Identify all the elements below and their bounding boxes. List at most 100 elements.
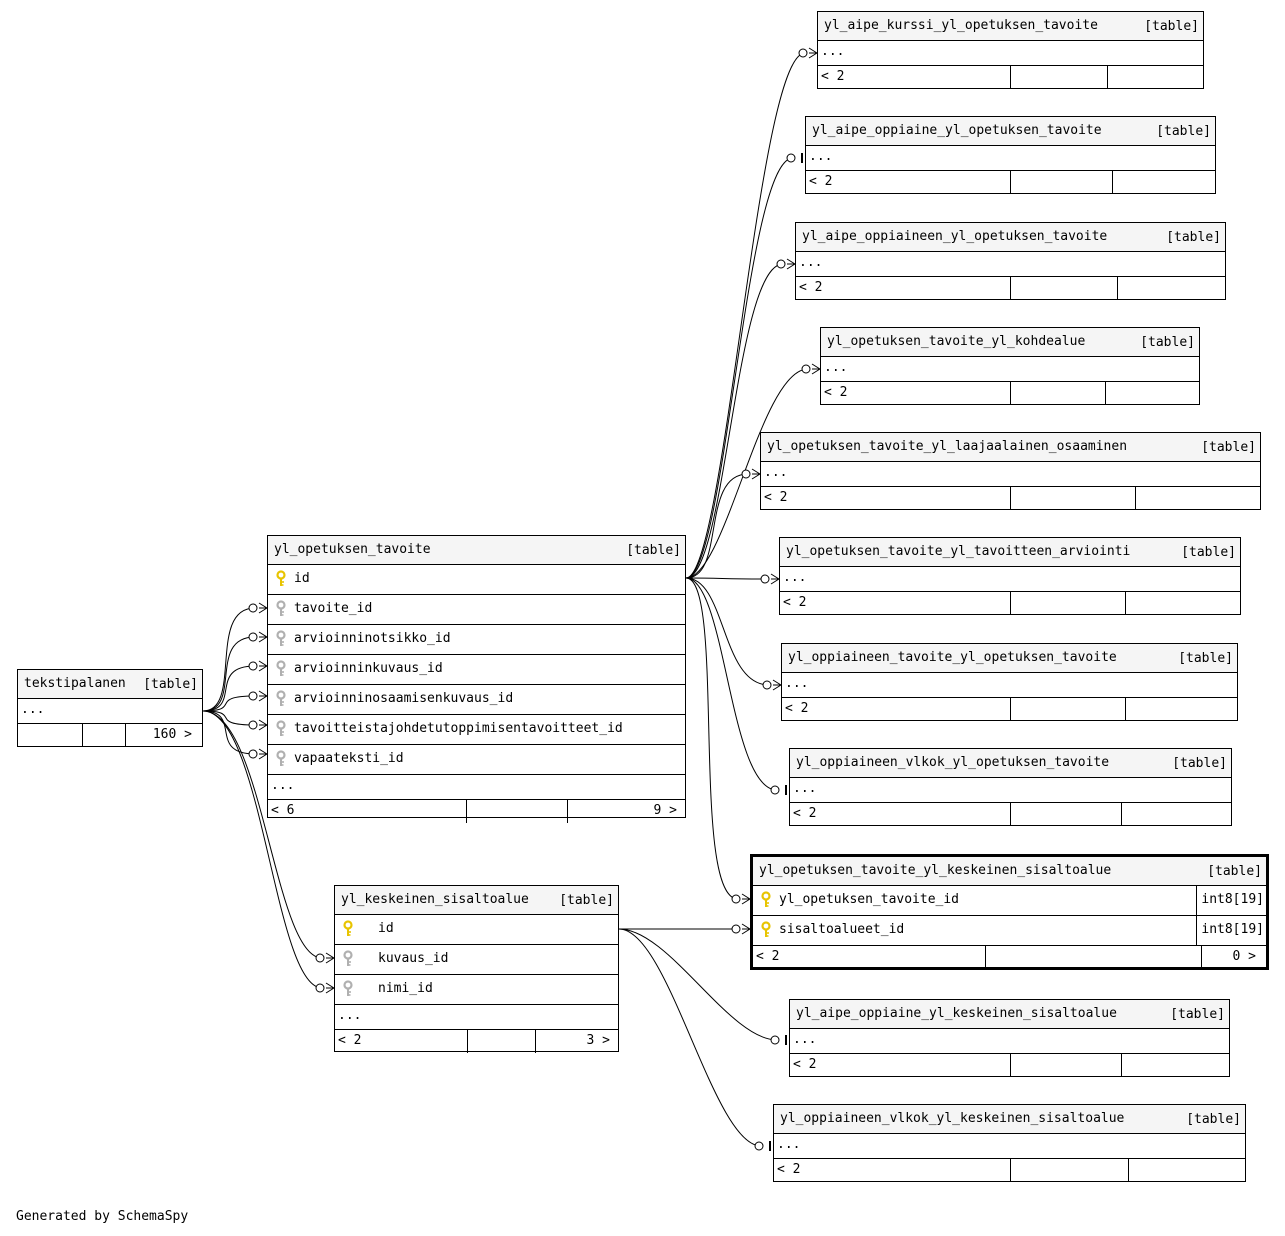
table-type: [table] — [1207, 864, 1262, 879]
column-row[interactable]: tavoitteistajohdetutoppimisentavoitteet_… — [268, 715, 685, 745]
zero-cardinality-marker — [754, 1141, 764, 1151]
zero-cardinality-marker — [248, 691, 258, 701]
parent-count[interactable]: < 2 — [809, 174, 833, 189]
relationship-edge — [202, 695, 256, 712]
table-name: yl_aipe_oppiaine_yl_keskeinen_sisaltoalu… — [796, 1006, 1117, 1021]
relationship-edge — [685, 577, 739, 900]
column-name: nimi_id — [378, 981, 433, 996]
parent-count[interactable]: < 2 — [777, 1162, 801, 1177]
relationship-edge — [741, 923, 751, 935]
table-child[interactable]: yl_aipe_kurssi_yl_opetuksen_tavoite[tabl… — [817, 11, 1204, 89]
relationship-edge — [202, 710, 256, 726]
column-row[interactable]: arvioinninotsikko_id — [268, 625, 685, 655]
relationship-edge — [685, 577, 768, 580]
column-name: sisaltoalueet_id — [779, 922, 905, 937]
table-yl-opetuksen-tavoite-yl-keskeinen-sisaltoalue[interactable]: yl_opetuksen_tavoite_yl_keskeinen_sisalt… — [750, 854, 1269, 970]
child-count[interactable]: 0 > — [1232, 949, 1256, 964]
table-name: yl_opetuksen_tavoite — [274, 542, 431, 557]
table-type: [table] — [1144, 19, 1199, 34]
relationship-edge — [811, 363, 821, 375]
table-type: [table] — [1156, 124, 1211, 139]
table-yl-keskeinen-sisaltoalue[interactable]: yl_keskeinen_sisaltoalue [table] id kuvau… — [334, 885, 619, 1053]
more-columns: ... — [809, 149, 833, 164]
more-columns: ... — [764, 465, 788, 480]
parent-count[interactable]: < 2 — [783, 595, 807, 610]
generator-credit: Generated by SchemaSpy — [16, 1209, 189, 1224]
parent-count[interactable]: < 2 — [785, 701, 809, 716]
child-count[interactable]: 3 > — [586, 1033, 610, 1048]
foreign-key-icon — [343, 950, 353, 968]
foreign-key-icon — [276, 630, 286, 648]
relationship-edge — [258, 748, 268, 760]
foreign-key-icon — [276, 750, 286, 768]
column-row[interactable]: vapaateksti_id — [268, 745, 685, 775]
relationship-edge — [202, 710, 323, 959]
relationship-edge — [685, 263, 784, 579]
parent-count[interactable]: < 2 — [799, 280, 823, 295]
table-child[interactable]: yl_opetuksen_tavoite_yl_laajaalainen_osa… — [760, 432, 1261, 510]
zero-cardinality-marker — [248, 603, 258, 613]
column-row[interactable]: sisaltoalueet_id int8[19] — [753, 916, 1266, 946]
relationship-edge — [202, 710, 323, 989]
zero-cardinality-marker — [770, 1035, 780, 1045]
parent-count[interactable]: < 2 — [793, 806, 817, 821]
foreign-key-icon — [276, 690, 286, 708]
table-name: yl_opetuksen_tavoite_yl_tavoitteen_arvio… — [786, 544, 1131, 559]
zero-cardinality-marker — [248, 632, 258, 642]
table-child[interactable]: yl_opetuksen_tavoite_yl_kohdealue[table]… — [820, 327, 1200, 405]
column-name: vapaateksti_id — [294, 751, 404, 766]
relationship-edge — [258, 631, 268, 643]
relationship-edge — [741, 893, 751, 905]
relationship-edge — [618, 928, 762, 1147]
table-child[interactable]: yl_aipe_oppiaineen_yl_opetuksen_tavoite[… — [795, 222, 1226, 300]
zero-cardinality-marker — [786, 153, 796, 163]
table-type: [table] — [1186, 1112, 1241, 1127]
column-row[interactable]: arvioinninkuvaus_id — [268, 655, 685, 685]
table-child[interactable]: yl_aipe_oppiaine_yl_keskeinen_sisaltoalu… — [789, 999, 1230, 1077]
more-columns: ... — [785, 676, 809, 691]
table-child[interactable]: yl_oppiaineen_tavoite_yl_opetuksen_tavoi… — [781, 643, 1238, 721]
table-child[interactable]: yl_oppiaineen_vlkok_yl_opetuksen_tavoite… — [789, 748, 1232, 826]
parent-count[interactable]: < 2 — [764, 490, 788, 505]
table-type: [table] — [1140, 335, 1195, 350]
column-row[interactable]: arvioinninosaamisenkuvaus_id — [268, 685, 685, 715]
child-count[interactable]: 160 > — [152, 727, 192, 742]
parent-count[interactable]: < 2 — [824, 385, 848, 400]
table-tekstipalanen[interactable]: tekstipalanen[table] ... 160 > — [17, 669, 203, 747]
relationship-edge — [685, 157, 794, 579]
column-name: tavoitteistajohdetutoppimisentavoitteet_… — [294, 721, 623, 736]
parent-count[interactable]: < 6 — [271, 803, 295, 818]
column-type: int8[19] — [1196, 916, 1266, 945]
column-row[interactable]: tavoite_id — [268, 595, 685, 625]
table-name: yl_oppiaineen_vlkok_yl_keskeinen_sisalto… — [780, 1111, 1125, 1126]
zero-cardinality-marker — [248, 749, 258, 759]
foreign-key-icon — [276, 720, 286, 738]
column-row[interactable]: id — [268, 565, 685, 595]
more-columns: ... — [799, 255, 823, 270]
relationship-edge — [258, 719, 268, 731]
more-columns: ... — [777, 1137, 801, 1152]
column-name: id — [294, 571, 310, 586]
table-name: yl_opetuksen_tavoite_yl_laajaalainen_osa… — [767, 439, 1128, 454]
parent-count[interactable]: < 2 — [338, 1033, 362, 1048]
table-child[interactable]: yl_aipe_oppiaine_yl_opetuksen_tavoite [ta… — [805, 116, 1216, 194]
parent-count[interactable]: < 2 — [821, 69, 845, 84]
table-child[interactable]: yl_oppiaineen_vlkok_yl_keskeinen_sisalto… — [773, 1104, 1246, 1182]
zero-cardinality-marker — [731, 924, 741, 934]
zero-cardinality-marker — [801, 364, 811, 374]
table-type: [table] — [559, 893, 614, 908]
parent-count[interactable]: < 2 — [756, 949, 780, 964]
table-child[interactable]: yl_opetuksen_tavoite_yl_tavoitteen_arvio… — [779, 537, 1241, 615]
zero-cardinality-marker — [248, 720, 258, 730]
child-count[interactable]: 9 > — [653, 803, 677, 818]
column-row[interactable]: nimi_id — [335, 975, 618, 1005]
column-row[interactable]: id — [335, 915, 618, 945]
column-name: arvioinninotsikko_id — [294, 631, 451, 646]
table-name: yl_aipe_oppiaineen_yl_opetuksen_tavoite — [802, 229, 1108, 244]
table-name: yl_keskeinen_sisaltoalue — [341, 892, 529, 907]
table-yl-opetuksen-tavoite[interactable]: yl_opetuksen_tavoite[table] id tavoite_i… — [267, 535, 686, 823]
column-row[interactable]: kuvaus_id — [335, 945, 618, 975]
table-name: yl_aipe_oppiaine_yl_opetuksen_tavoite — [812, 123, 1102, 138]
parent-count[interactable]: < 2 — [793, 1057, 817, 1072]
